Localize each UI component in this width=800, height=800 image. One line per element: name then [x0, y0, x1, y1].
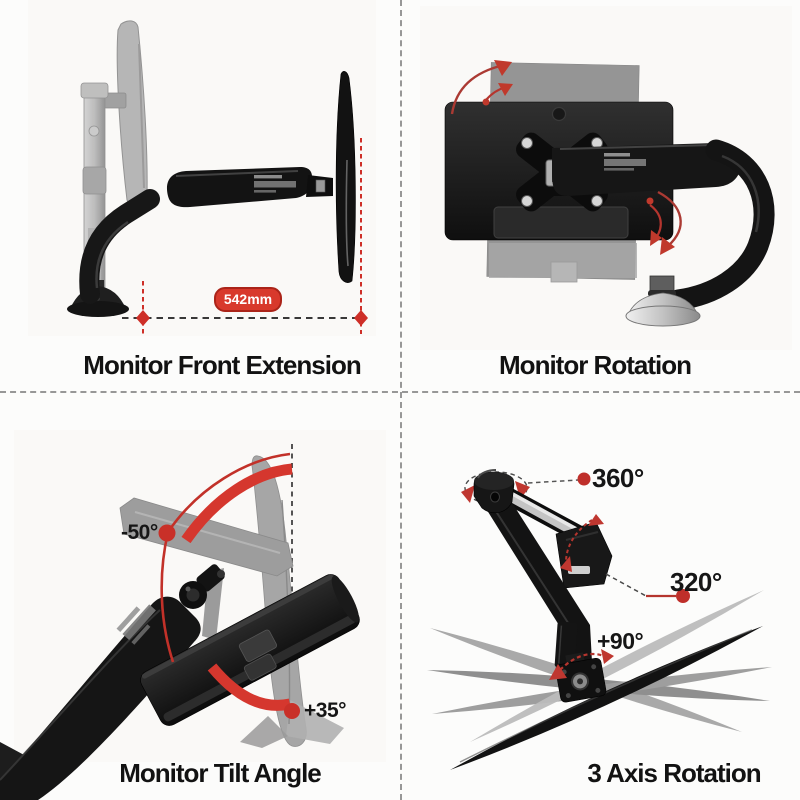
vertical-divider [400, 0, 402, 800]
black-blade [450, 626, 763, 770]
tilt-arc-back [181, 463, 293, 544]
support-arm [552, 139, 775, 311]
tilt-arc-forward [207, 663, 292, 711]
ghost-blade-4 [470, 590, 764, 742]
rotation-title: Monitor Rotation [499, 350, 692, 380]
extension-measurement-lines [122, 138, 368, 334]
front-extension-title: Monitor Front Extension [83, 350, 361, 380]
measure-diamond-right [354, 310, 368, 326]
pivot-arc-90 [549, 649, 614, 680]
swivel-dot [577, 472, 591, 486]
rotation-dot [676, 589, 690, 603]
rotation-arrow-right-icon [646, 190, 682, 255]
arm-spec-label [254, 175, 296, 193]
three-axis-title: 3 Axis Rotation [587, 758, 761, 788]
tilt-forward-label: +35° [304, 699, 347, 722]
horizontal-divider [0, 391, 800, 393]
swivel-360-label: 360° [592, 463, 644, 493]
main-beam [480, 487, 592, 666]
rotation-arrow-top-icon [450, 60, 513, 115]
front-extension-illustration [28, 0, 376, 336]
tilt-angle-illustration [0, 430, 386, 800]
extension-measurement-badge: 542mm [214, 287, 282, 312]
monitor-back-cap [551, 106, 567, 122]
tilt-range-arcs [158, 452, 300, 719]
mount-bracket [555, 514, 613, 589]
kaloc-logo [568, 566, 590, 574]
rotation-leader-320 [605, 573, 690, 603]
rotation-illustration [420, 6, 792, 350]
arm-spec-label [116, 604, 156, 645]
gas-spring-arm [79, 167, 333, 304]
rotation-320-label: 320° [670, 567, 722, 597]
tilt-angle-title: Monitor Tilt Angle [119, 758, 322, 788]
measure-diamond-left [136, 310, 150, 326]
tilt-hinge [179, 564, 225, 609]
tilt-back-dot [158, 524, 176, 542]
three-axis-illustration [427, 469, 772, 770]
monitor-side-view [335, 71, 356, 283]
chrome-base [625, 275, 701, 327]
pivot-90-label: +90° [597, 628, 644, 654]
top-joint-cap [473, 469, 515, 514]
arm-spec-label [604, 153, 646, 171]
tilt-back-label: -50° [121, 521, 158, 544]
bottom-pivot-clamp [555, 652, 607, 703]
tilt-forward-dot [284, 703, 300, 719]
tilted-monitor-back [140, 574, 360, 726]
tilt-arm [0, 596, 201, 800]
